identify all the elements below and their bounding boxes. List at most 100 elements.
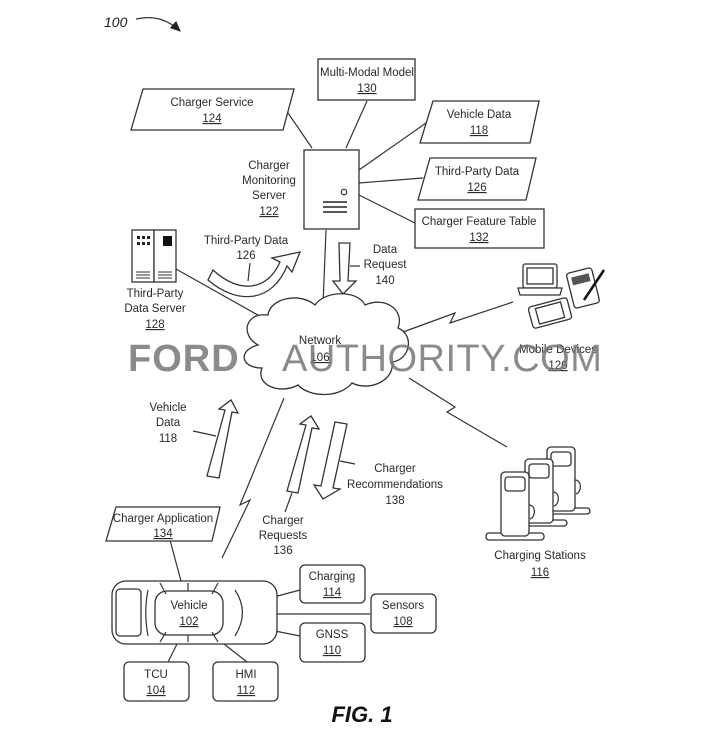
tablet-stylus-icon (566, 267, 606, 309)
tp-flow-number: 126 (236, 250, 255, 262)
laptop-icon (517, 263, 563, 296)
charger-feature-table-label: Charger Feature Table (422, 216, 537, 228)
charger-requests-number: 136 (273, 545, 292, 557)
gnss-number: 110 (323, 645, 341, 657)
line-app-vehicle (169, 539, 182, 582)
watermark-ford: FORD (128, 338, 240, 380)
charger-service-label: Charger Service (170, 97, 253, 109)
charger-recs-number: 138 (385, 495, 404, 507)
charger-service-node[interactable]: Charger Service 124 (130, 88, 295, 131)
charger-recommendations-flow: Charger Recommendations 138 (312, 421, 443, 507)
multi-modal-model-number: 130 (357, 83, 376, 95)
server-number: 122 (259, 206, 278, 218)
tp-flow-label: Third-Party Data (204, 235, 289, 247)
charger-recs-line2: Recommendations (347, 479, 443, 491)
rack-server-icon (131, 229, 177, 283)
data-request-line1: Data (373, 244, 398, 256)
mobile-devices-node[interactable]: Mobile Devices 120 (517, 263, 606, 372)
line-model-server (345, 100, 368, 149)
vehicle-data-flow-line2: Data (156, 417, 181, 429)
vehicle-node[interactable]: Vehicle 102 (111, 580, 278, 645)
line-server-featuretable (358, 194, 416, 224)
wireless-link-vehicle (221, 397, 285, 559)
third-party-data-store-label: Third-Party Data (435, 166, 520, 178)
sensors-label: Sensors (382, 600, 424, 612)
mobile-devices-number: 120 (548, 360, 567, 372)
data-request-line2: Request (364, 259, 408, 271)
charger-requests-line1: Charger (262, 515, 304, 527)
figure-ref-arrow (135, 17, 181, 32)
smartphone-icon (527, 297, 573, 329)
server-label-line1: Charger (248, 160, 290, 172)
line-server-vehicledata (358, 122, 427, 171)
vehicle-number: 102 (179, 616, 198, 628)
hmi-node[interactable]: HMI 112 (212, 661, 279, 702)
charger-application-label: Charger Application (113, 513, 213, 525)
charger-service-number: 124 (202, 113, 222, 125)
vehicle-data-store-node[interactable]: Vehicle Data 118 (419, 100, 540, 144)
charger-recs-line1: Charger (374, 463, 416, 475)
vehicle-data-flow-number: 118 (159, 433, 177, 445)
tcu-label: TCU (144, 669, 168, 681)
vehicle-data-flow: Vehicle Data 118 (149, 399, 240, 479)
multi-modal-model-node[interactable]: Multi-Modal Model 130 (317, 58, 416, 101)
charging-stations-number: 116 (531, 567, 549, 579)
vehicle-data-flow-line1: Vehicle (149, 402, 186, 414)
tcu-number: 104 (146, 685, 166, 697)
wireless-link-mobile (402, 301, 514, 333)
third-party-data-store-node[interactable]: Third-Party Data 126 (417, 157, 537, 201)
vehicle-data-store-number: 118 (470, 125, 488, 137)
vehicle-label: Vehicle (170, 600, 207, 612)
cloud-icon (243, 293, 409, 396)
tp-server-number: 128 (145, 319, 164, 331)
gnss-node[interactable]: GNSS 110 (299, 622, 366, 663)
third-party-data-flow: Third-Party Data 126 (204, 235, 302, 298)
sensors-number: 108 (393, 616, 412, 628)
down-arrow-icon (331, 242, 358, 295)
data-request-number: 140 (375, 275, 394, 287)
line-vehicle-tcu (167, 643, 178, 663)
server-icon (303, 149, 360, 230)
up-arrow-icon (206, 399, 240, 479)
charging-number: 114 (323, 587, 342, 599)
charger-feature-table-node[interactable]: Charger Feature Table 132 (414, 208, 545, 249)
hmi-label: HMI (235, 669, 256, 681)
line-tpserver-network (175, 268, 273, 324)
line-service-server (285, 109, 313, 149)
car-icon (111, 580, 278, 645)
up-arrow-icon (286, 415, 321, 494)
charger-application-node[interactable]: Charger Application 134 (105, 506, 221, 542)
network-label: Network (299, 335, 341, 347)
charging-stations-label: Charging Stations (494, 550, 586, 562)
figure-caption: FIG. 1 (331, 702, 392, 727)
charging-station-icon (485, 446, 591, 541)
gnss-label: GNSS (316, 629, 349, 641)
third-party-data-server-node[interactable]: Third-Party Data Server 128 (124, 229, 186, 331)
curved-arrow-icon (207, 251, 302, 298)
vehicle-data-store-label: Vehicle Data (447, 109, 512, 121)
tcu-node[interactable]: TCU 104 (123, 661, 190, 702)
line-vehicle-hmi (223, 643, 248, 663)
charger-monitoring-server-node[interactable]: Charger Monitoring Server 122 (242, 149, 360, 230)
figure-ref-number: 100 (104, 14, 128, 30)
charging-label: Charging (309, 571, 356, 583)
watermark: FORD AUTHORITY.COM (128, 338, 602, 380)
line-server-thirdparty (358, 177, 424, 184)
watermark-authority: AUTHORITY.COM (282, 338, 602, 380)
tp-server-label-line1: Third-Party (127, 288, 184, 300)
multi-modal-model-label: Multi-Modal Model (320, 67, 414, 79)
charging-node[interactable]: Charging 114 (299, 564, 366, 604)
line-server-network (322, 229, 327, 306)
data-request-flow: Data Request 140 (331, 242, 408, 295)
mobile-devices-label: Mobile Devices (519, 344, 597, 356)
down-arrow-icon (312, 421, 348, 500)
connector-lines (167, 100, 427, 663)
network-node[interactable]: Network 106 (243, 293, 409, 396)
tp-server-label-line2: Data Server (124, 303, 186, 315)
charging-stations-node[interactable]: Charging Stations 116 (485, 446, 591, 579)
charger-application-number: 134 (153, 528, 173, 540)
charger-requests-flow: Charger Requests 136 (259, 415, 321, 557)
server-label-line3: Server (252, 190, 286, 202)
sensors-node[interactable]: Sensors 108 (370, 593, 437, 634)
charger-requests-line2: Requests (259, 530, 308, 542)
